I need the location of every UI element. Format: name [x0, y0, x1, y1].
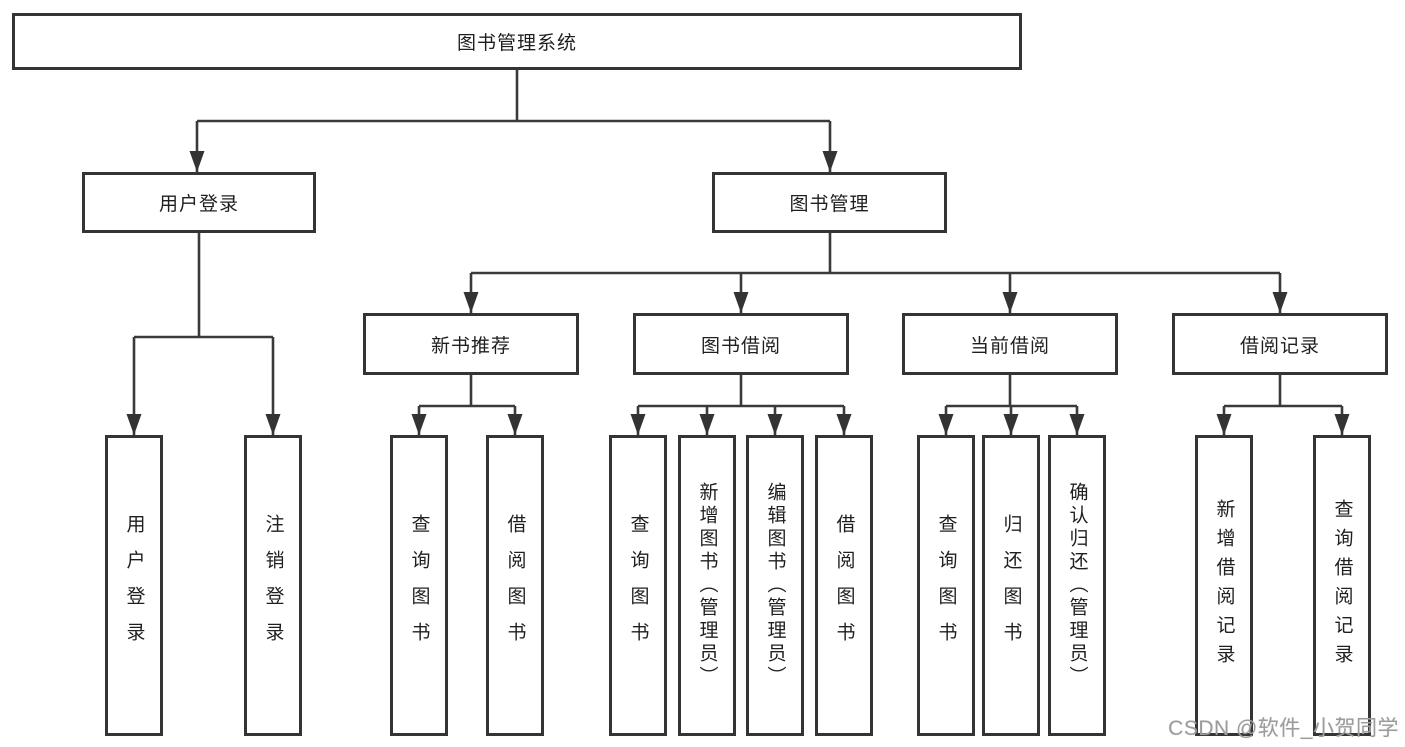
node-new-book-recommend: 新书推荐 — [363, 313, 579, 375]
leaf-label: 用户登录 — [123, 513, 145, 658]
leaf-user-login: 用户登录 — [105, 435, 163, 736]
leaf-label: 确认归还（管理员） — [1066, 482, 1088, 689]
leaf-label: 借阅图书 — [504, 513, 526, 658]
leaf-label: 新增借阅记录 — [1213, 498, 1235, 673]
leaf-query-books-2: 查询图书 — [609, 435, 667, 736]
leaf-label: 查询图书 — [408, 513, 430, 658]
leaf-confirm-return-admin: 确认归还（管理员） — [1048, 435, 1106, 736]
leaf-label: 查询图书 — [935, 513, 957, 658]
node-root-system: 图书管理系统 — [12, 13, 1022, 70]
leaf-label: 查询借阅记录 — [1331, 498, 1353, 673]
leaf-label: 借阅图书 — [833, 513, 855, 658]
leaf-add-book-admin: 新增图书（管理员） — [678, 435, 736, 736]
node-book-borrow: 图书借阅 — [633, 313, 849, 375]
leaf-label: 查询图书 — [627, 513, 649, 658]
leaf-label: 归还图书 — [1000, 513, 1022, 658]
leaf-label: 新增图书（管理员） — [696, 482, 718, 689]
leaf-edit-book-admin: 编辑图书（管理员） — [746, 435, 804, 736]
leaf-borrow-books-2: 借阅图书 — [815, 435, 873, 736]
leaf-query-books-3: 查询图书 — [917, 435, 975, 736]
leaf-label: 注销登录 — [262, 513, 284, 658]
leaf-return-book: 归还图书 — [982, 435, 1040, 736]
leaf-query-books-1: 查询图书 — [390, 435, 448, 736]
leaf-logout: 注销登录 — [244, 435, 302, 736]
node-current-borrow: 当前借阅 — [902, 313, 1118, 375]
leaf-label: 编辑图书（管理员） — [764, 482, 786, 689]
node-user-login: 用户登录 — [82, 172, 316, 233]
leaf-borrow-books-1: 借阅图书 — [486, 435, 544, 736]
leaf-add-borrow-record: 新增借阅记录 — [1195, 435, 1253, 736]
node-book-management: 图书管理 — [712, 172, 947, 233]
csdn-watermark: CSDN @软件_小贺同学 — [1168, 717, 1399, 740]
leaf-query-borrow-record: 查询借阅记录 — [1313, 435, 1371, 736]
node-borrow-records: 借阅记录 — [1172, 313, 1388, 375]
